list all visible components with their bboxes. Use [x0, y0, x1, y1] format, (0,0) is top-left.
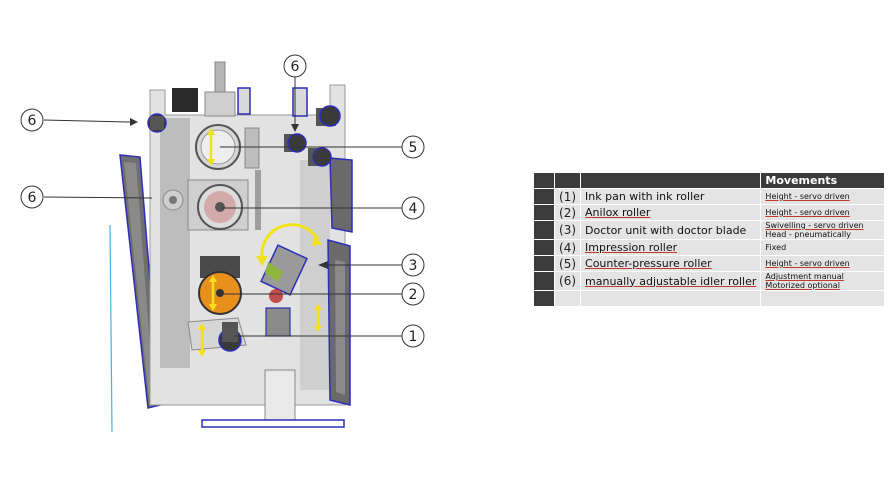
row-component: Doctor unit with doctor blade — [581, 221, 761, 239]
row-component — [581, 291, 761, 306]
top-bracket — [237, 87, 251, 115]
anilox-drive — [265, 304, 322, 337]
base-rail — [201, 419, 345, 428]
row-movement: Height - servo driven — [761, 205, 885, 220]
row-side-cell — [534, 291, 554, 306]
row-side-cell — [534, 256, 554, 271]
row-side-cell — [534, 272, 554, 290]
header-component-cell — [581, 173, 761, 188]
table-row-empty — [534, 291, 885, 306]
svg-text:3: 3 — [409, 258, 418, 274]
callout-2: 2 — [222, 282, 425, 306]
movements-table: Movements (1) Ink pan with ink roller He… — [533, 172, 886, 307]
frame-column-right — [300, 160, 330, 390]
row-number: (2) — [555, 205, 581, 220]
impression-roller — [187, 179, 249, 231]
row-number: (5) — [555, 256, 581, 271]
callout-4: 4 — [222, 196, 425, 220]
idler-roller-lower — [308, 147, 332, 167]
svg-text:6: 6 — [291, 59, 300, 75]
row-movement: Fixed — [761, 240, 885, 255]
table-row: (6) manually adjustable idler roller Adj… — [534, 272, 885, 290]
impression-shaft — [255, 170, 261, 230]
frame-column-left — [160, 118, 190, 368]
table-row: (3) Doctor unit with doctor blade Swivel… — [534, 221, 885, 239]
row-number: (6) — [555, 272, 581, 290]
left-door-inner — [124, 162, 154, 399]
svg-text:1: 1 — [409, 329, 418, 345]
row-number — [555, 291, 581, 306]
idler-roller-left — [162, 189, 184, 211]
row-component: manually adjustable idler roller — [581, 272, 761, 290]
svg-text:6: 6 — [28, 190, 37, 206]
table-row: (2) Anilox roller Height - servo driven — [534, 205, 885, 220]
row-side-cell — [534, 189, 554, 204]
counter-pressure-slide — [244, 127, 260, 169]
svg-text:5: 5 — [409, 140, 418, 156]
row-component: Anilox roller — [581, 205, 761, 220]
row-number: (1) — [555, 189, 581, 204]
svg-text:4: 4 — [409, 201, 418, 217]
idler-roller-top-right — [316, 105, 341, 127]
servo-motor — [172, 88, 198, 112]
idler-bracket — [292, 87, 308, 117]
row-side-cell — [534, 221, 554, 239]
row-number: (3) — [555, 221, 581, 239]
header-num-cell — [555, 173, 581, 188]
row-component: Counter-pressure roller — [581, 256, 761, 271]
svg-text:6: 6 — [28, 113, 37, 129]
row-movement — [761, 291, 885, 306]
row-side-cell — [534, 240, 554, 255]
callout-5: 5 — [220, 135, 425, 159]
table-header-row: Movements — [534, 173, 885, 188]
row-component: Impression roller — [581, 240, 761, 255]
callout-6-top: 6 — [283, 54, 307, 132]
header-side-cell — [534, 173, 554, 188]
callout-6-left: 6 — [20, 185, 153, 209]
row-component: Ink pan with ink roller — [581, 189, 761, 204]
right-upper-panel — [329, 157, 353, 233]
ink-pan — [187, 317, 247, 357]
svg-text:2: 2 — [409, 287, 418, 303]
row-movement: Height - servo driven — [761, 256, 885, 271]
callout-6-top-left: 6 — [20, 108, 138, 132]
reference-line — [109, 224, 113, 433]
row-movement: Height - servo driven — [761, 189, 885, 204]
idler-roller-mid — [284, 133, 307, 153]
idler-roller-top-left — [147, 113, 167, 133]
doctor-unit — [256, 223, 322, 303]
right-lower-inner — [335, 260, 345, 395]
top-gearbox — [204, 91, 236, 117]
callout-1: 1 — [234, 324, 425, 348]
callout-3: 3 — [318, 253, 425, 277]
base-bracket — [264, 369, 296, 421]
anilox-roller — [198, 256, 242, 315]
callouts: 6 6 6 5 4 3 — [20, 54, 425, 348]
row-number: (4) — [555, 240, 581, 255]
table-row: (1) Ink pan with ink roller Height - ser… — [534, 189, 885, 204]
row-side-cell — [534, 205, 554, 220]
header-movements: Movements — [761, 173, 885, 188]
table-row: (5) Counter-pressure roller Height - ser… — [534, 256, 885, 271]
table-row: (4) Impression roller Fixed — [534, 240, 885, 255]
